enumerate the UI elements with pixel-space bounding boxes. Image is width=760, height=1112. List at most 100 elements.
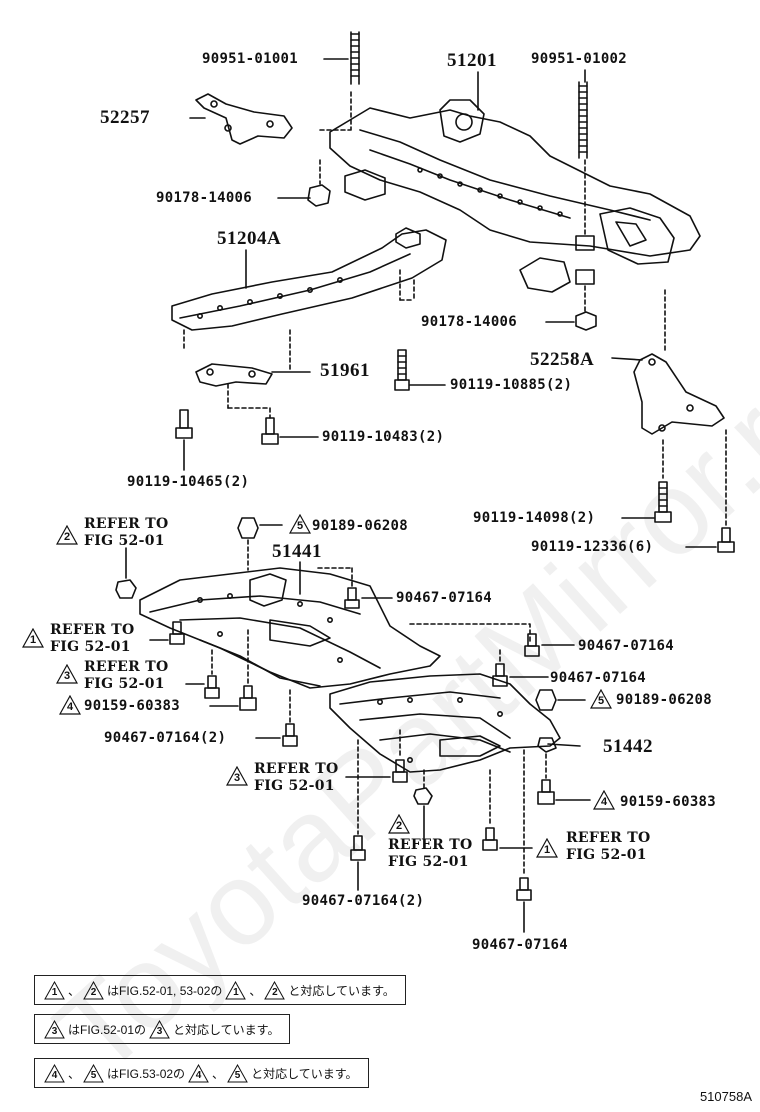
refer-fig-link[interactable]: FIG 52-01	[388, 854, 469, 870]
clip-90189-b	[535, 689, 557, 711]
bolt-90119-10483	[261, 417, 279, 445]
triangle-number: 1	[29, 634, 37, 646]
label-90951-01001: 90951-01001	[202, 51, 299, 67]
engine-undercover-51442	[329, 673, 561, 773]
refer-fig-link[interactable]: FIG 52-01	[254, 778, 335, 794]
note-triangle: 5	[83, 1063, 104, 1083]
nut-90178-a	[307, 184, 331, 207]
bolt-90467-d	[282, 723, 298, 747]
triangle-number: 2	[395, 820, 403, 832]
collar-b	[575, 269, 595, 285]
refer-triangle: 1	[536, 838, 558, 858]
note-triangle: 3	[44, 1019, 65, 1039]
refer-triangle: 3	[226, 766, 248, 786]
refer-fig-link[interactable]: FIG 52-01	[50, 639, 131, 655]
bolt-90159-a	[239, 685, 257, 711]
note-triangle: 4	[44, 1063, 65, 1083]
label-90159-60383-a: 90159-60383	[84, 698, 181, 714]
label-52257: 52257	[100, 107, 150, 128]
triangle-number: 3	[233, 772, 241, 784]
triangle-marker-5: 5	[289, 514, 311, 534]
label-90467-07164-d: 90467-07164(2)	[104, 730, 227, 746]
label-52258a: 52258A	[530, 349, 595, 370]
note-box-2: 3 はFIG.52-01の 3 と対応しています。	[34, 1014, 291, 1044]
triangle-marker-5: 5	[590, 689, 612, 709]
label-90178-14006-b: 90178-14006	[421, 314, 518, 330]
refer-to-text: REFER TO	[566, 830, 651, 846]
triangle-number: 2	[63, 531, 71, 543]
bolt-ref-3b	[392, 759, 408, 783]
note-triangle: 2	[264, 980, 286, 1000]
label-51201: 51201	[447, 50, 497, 71]
label-90119-10483: 90119-10483(2)	[322, 429, 445, 445]
bolt-90159-b	[537, 779, 555, 805]
label-90119-14098: 90119-14098(2)	[473, 510, 596, 526]
triangle-number: 5	[296, 520, 304, 532]
plate-51961	[195, 363, 273, 387]
bolt-90467-a	[344, 587, 360, 609]
figure-code: 510758A	[699, 1089, 752, 1104]
triangle-number: 3	[63, 670, 71, 682]
note-box-3: 4 、 5 はFIG.53-02の 4 、 5 と対応しています。	[34, 1058, 369, 1088]
label-51204a: 51204A	[217, 228, 282, 249]
triangle-marker-4: 4	[593, 790, 615, 810]
triangle-number: 1	[543, 844, 551, 856]
triangle-number: 4	[600, 796, 608, 808]
label-90159-60383-b: 90159-60383	[620, 794, 717, 810]
note-triangle: 1	[44, 980, 65, 1000]
bolt-ref-1b	[482, 827, 498, 851]
refer-to-text: REFER TO	[388, 837, 473, 853]
bolt-90119-10885	[394, 349, 410, 391]
label-90189-06208-a: 90189-06208	[312, 518, 409, 534]
nut-90178-b	[575, 311, 597, 331]
note-triangle: 5	[227, 1063, 248, 1083]
triangle-number: 4	[66, 701, 74, 713]
bolt-90467-e	[350, 835, 366, 861]
bolt-90467-c	[492, 663, 508, 687]
label-90189-06208-b: 90189-06208	[616, 692, 713, 708]
refer-fig-link[interactable]: FIG 52-01	[566, 847, 647, 863]
triangle-marker-4: 4	[59, 695, 81, 715]
stud-bolt-90951-01001	[350, 31, 360, 85]
bolt-ref-1	[169, 621, 185, 645]
clip-90189-a	[237, 517, 259, 539]
refer-fig-link[interactable]: FIG 52-01	[84, 676, 165, 692]
label-90467-07164-a: 90467-07164	[396, 590, 493, 606]
label-90467-07164-e: 90467-07164(2)	[302, 893, 425, 909]
label-51441: 51441	[272, 541, 322, 562]
label-51442: 51442	[603, 736, 653, 757]
collar-a	[575, 235, 595, 251]
refer-to-text: REFER TO	[84, 659, 169, 675]
triangle-number: 5	[597, 695, 605, 707]
note-triangle: 3	[149, 1019, 170, 1039]
refer-to-text: REFER TO	[84, 516, 169, 532]
refer-triangle: 2	[388, 814, 410, 834]
note-triangle: 4	[188, 1063, 209, 1083]
label-90467-07164-c: 90467-07164	[550, 670, 647, 686]
brace-51204a	[171, 227, 447, 331]
bolt-90119-10465	[175, 409, 193, 439]
refer-to-text: REFER TO	[50, 622, 135, 638]
bracket-52257	[195, 93, 293, 145]
note-triangle: 1	[225, 980, 247, 1000]
refer-triangle: 3	[56, 664, 78, 684]
bolt-90467-b	[524, 633, 540, 657]
bolt-ref-3	[204, 675, 220, 699]
clip-ref-2	[413, 787, 433, 805]
label-90119-12336: 90119-12336(6)	[531, 539, 654, 555]
crossmember-51201	[329, 99, 701, 293]
bolt-90119-12336	[717, 527, 735, 553]
refer-fig-link[interactable]: FIG 52-01	[84, 533, 165, 549]
refer-triangle: 2	[56, 525, 78, 545]
label-90951-01002: 90951-01002	[531, 51, 628, 67]
label-90119-10465: 90119-10465(2)	[127, 474, 250, 490]
label-90178-14006-a: 90178-14006	[156, 190, 253, 206]
refer-to-text: REFER TO	[254, 761, 339, 777]
label-90467-07164-b: 90467-07164	[578, 638, 675, 654]
note-box-1: 1 、 2 はFIG.52-01, 53-02の 1 、 2 と対応しています。	[34, 975, 406, 1005]
bolt-90119-14098	[654, 481, 672, 523]
refer-triangle: 1	[22, 628, 44, 648]
bracket-52258a	[633, 353, 725, 435]
bolt-90467-f	[516, 877, 532, 901]
